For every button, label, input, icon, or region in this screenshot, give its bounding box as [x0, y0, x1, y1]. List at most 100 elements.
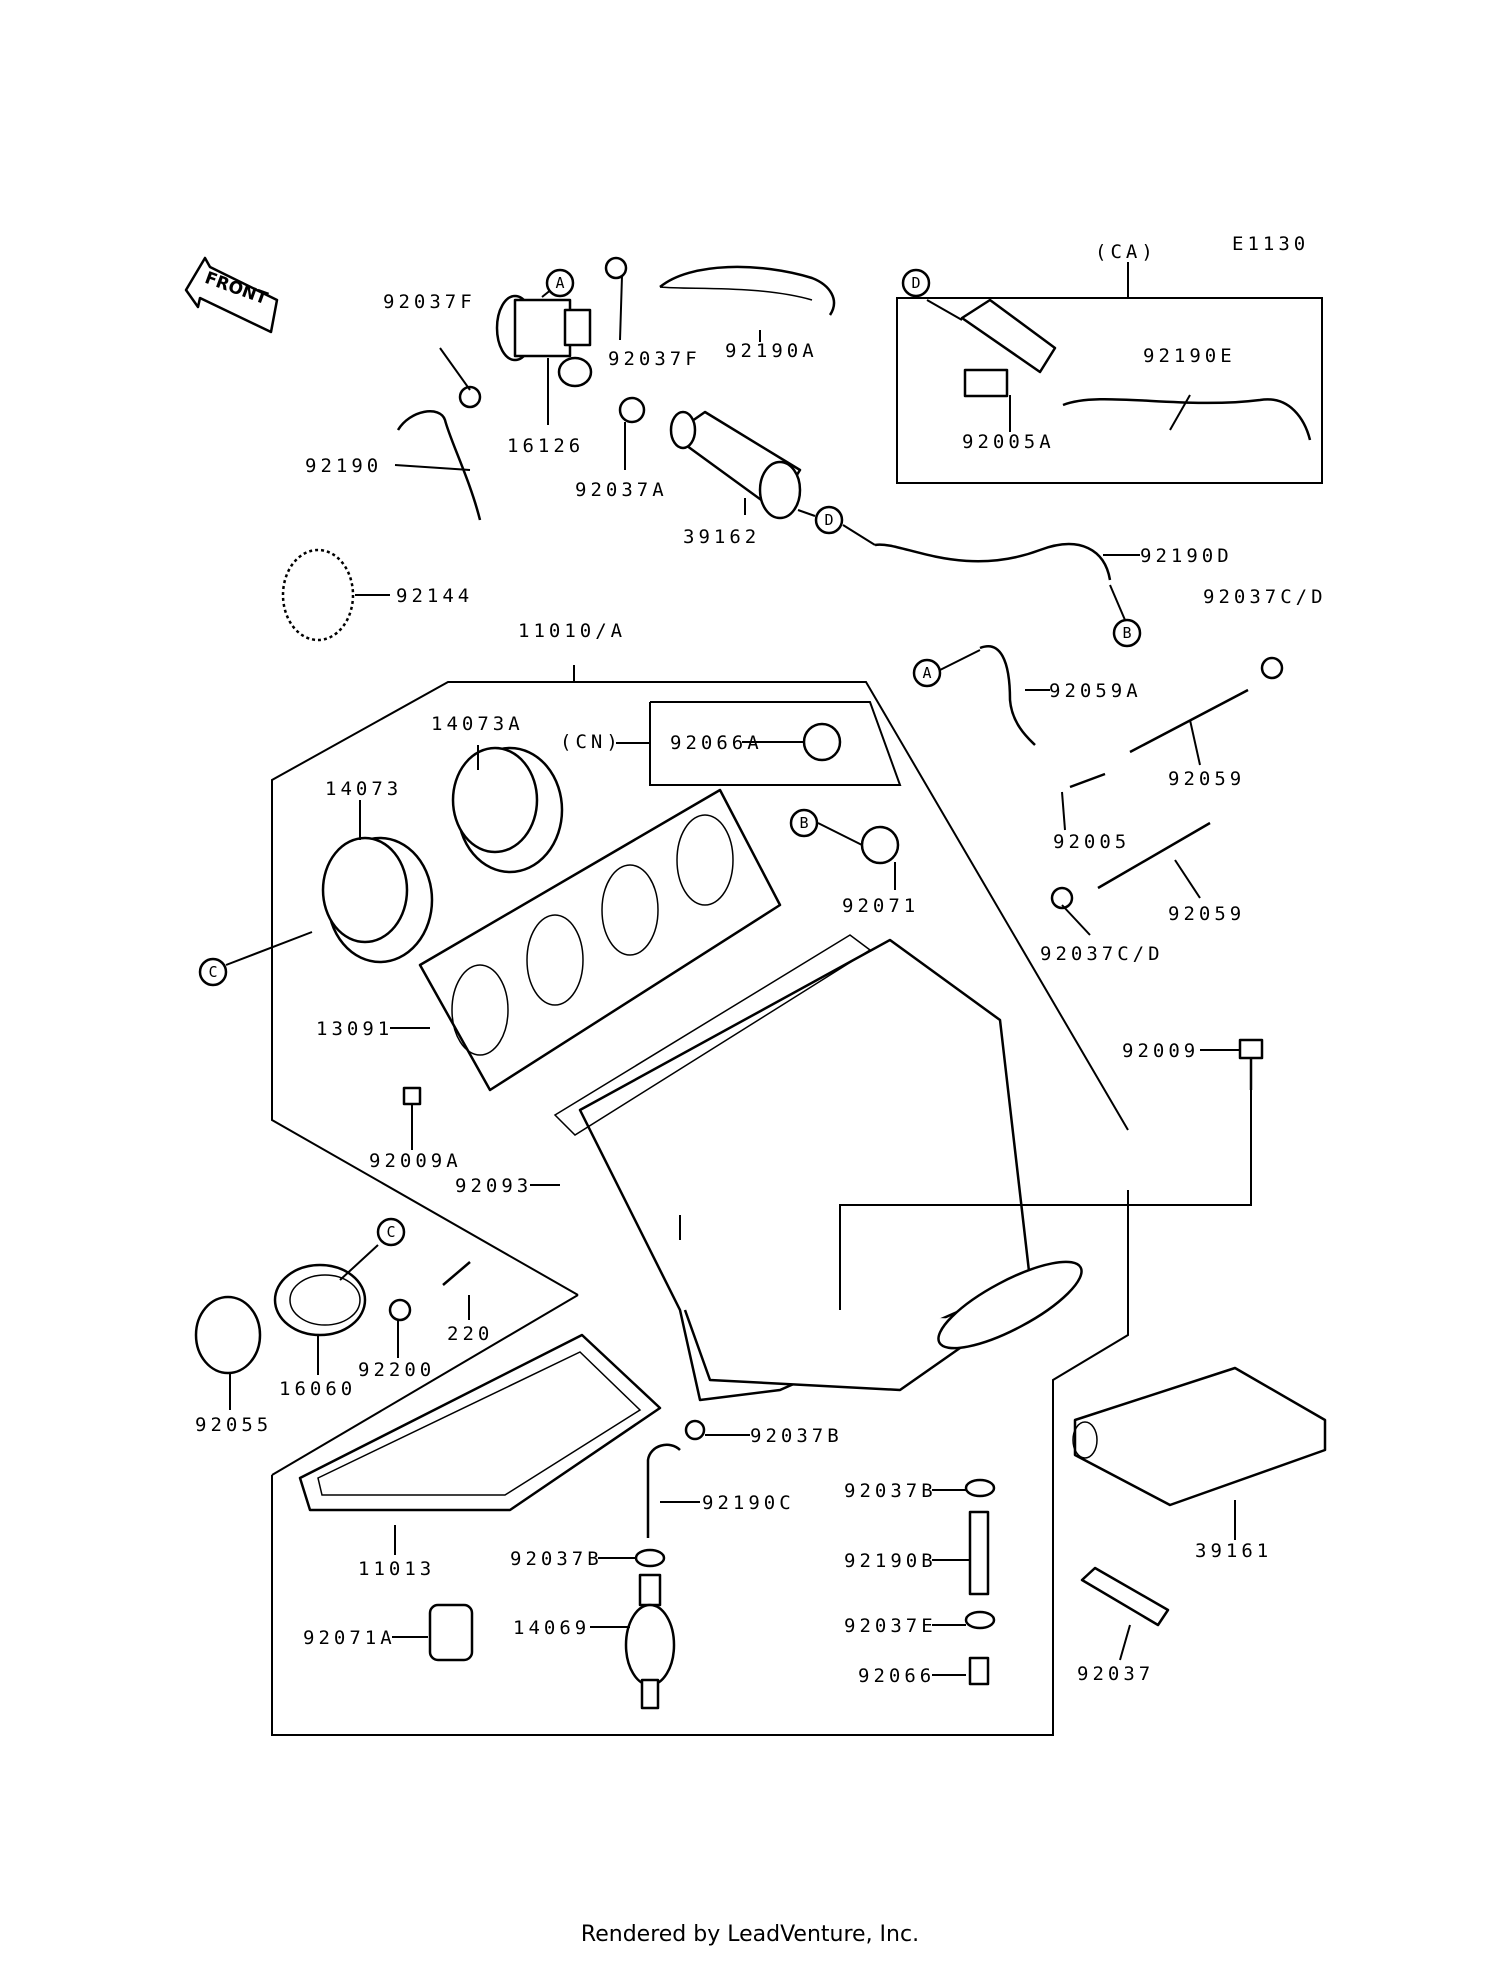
part-92037A-clip [618, 396, 646, 424]
part-label: 92190E [1143, 345, 1236, 367]
part-92066A-grommet [802, 722, 842, 762]
part-92037-strap [1080, 1566, 1170, 1627]
part-14069-fuel-filter [624, 1573, 676, 1710]
part-13091-holder [418, 788, 782, 1092]
part-39162-canister [669, 410, 802, 520]
part-92009-bolt [1238, 1038, 1264, 1090]
part-labels: 92037F 16126 92037F 92190A 92190 92037A … [195, 291, 1327, 1687]
svg-text:C: C [208, 963, 217, 981]
part-92037F-clip-a [458, 385, 482, 409]
part-92190E-hose [1062, 397, 1312, 441]
part-label: 92071A [303, 1627, 396, 1649]
part-label: 92037C/D [1203, 586, 1327, 608]
part-label: 92190A [725, 340, 818, 362]
part-label: 14073A [431, 713, 524, 735]
part-92037E-clip [964, 1610, 996, 1630]
group-cn-label: (CN) [560, 731, 622, 753]
callout-d-1: D [901, 268, 963, 321]
callout-b-2: B [789, 808, 863, 846]
part-label: 92037F [608, 348, 701, 370]
part-92037B-clip-a [684, 1419, 706, 1441]
part-92190A-hose [659, 265, 836, 316]
part-label: 92037 [1077, 1663, 1154, 1685]
part-label: 92009 [1122, 1040, 1199, 1062]
svg-text:B: B [1122, 624, 1131, 642]
part-label: 14073 [325, 778, 402, 800]
part-92093-seal [553, 934, 872, 1136]
part-16060-duct [273, 1263, 367, 1337]
part-label: 92190C [702, 1492, 795, 1514]
part-air-box-housing [578, 938, 1083, 1402]
diagram-code: E1130 [1232, 233, 1309, 255]
part-label: 92190 [305, 455, 382, 477]
part-92144-spring [281, 548, 355, 642]
part-16126-valve [495, 294, 593, 388]
part-label: 11010/A [518, 620, 626, 642]
group-ca-label: (CA) [1095, 241, 1157, 263]
part-label: 92066 [858, 1665, 935, 1687]
leader-lines [229, 275, 1252, 1676]
part-label: 92071 [842, 895, 919, 917]
part-92190C-hose [646, 1443, 681, 1538]
part-label: 11013 [358, 1558, 435, 1580]
svg-text:B: B [799, 814, 808, 832]
svg-text:C: C [386, 1223, 395, 1241]
part-label: 92005A [962, 431, 1055, 453]
part-92037B-clip-c [964, 1478, 996, 1498]
part-92066-cap [968, 1656, 990, 1686]
part-92009A-screw [402, 1086, 422, 1106]
part-label: 92037E [844, 1615, 937, 1637]
part-39161-resonator [1072, 1366, 1327, 1507]
part-label: 16126 [507, 435, 584, 457]
part-label: 92009A [369, 1150, 462, 1172]
part-label: 92066A [670, 732, 763, 754]
part-label: 92037F [383, 291, 476, 313]
callout-c-1: C [198, 931, 313, 987]
callout-d-2: D [797, 505, 876, 546]
part-label: 39162 [683, 526, 760, 548]
part-92037B-clip-b [634, 1548, 666, 1568]
part-label: 92037B [844, 1480, 937, 1502]
part-92071-grommet [860, 825, 900, 865]
part-label: 92059 [1168, 903, 1245, 925]
callout-a-1: A [541, 268, 575, 298]
part-label: 92200 [358, 1359, 435, 1381]
callout-b-1: B [1109, 584, 1142, 648]
part-label: 92059A [1049, 680, 1142, 702]
part-label: 92037C/D [1040, 943, 1164, 965]
part-label: 92059 [1168, 768, 1245, 790]
part-92005A-fitting [960, 298, 1057, 398]
part-label: 220 [447, 1323, 493, 1345]
svg-text:D: D [911, 274, 920, 292]
part-92037CD-clip-a [1260, 656, 1284, 680]
part-220-bolt [442, 1261, 471, 1286]
part-92037CD-clip-b [1050, 886, 1074, 910]
part-label: 13091 [316, 1018, 393, 1040]
footer-credit: Rendered by LeadVenture, Inc. [580, 1922, 920, 1947]
front-arrow-icon: FRONT [184, 256, 279, 334]
part-label: 92144 [396, 585, 473, 607]
part-label: 39161 [1195, 1540, 1272, 1562]
part-92200-washer [388, 1298, 412, 1322]
part-92059A-hose [979, 645, 1036, 746]
svg-text:A: A [555, 274, 564, 292]
part-label: 92055 [195, 1414, 272, 1436]
part-label: 92190D [1140, 545, 1233, 567]
part-92059-tube-a [1129, 688, 1249, 754]
part-14073A-boot [451, 746, 564, 874]
svg-text:A: A [922, 664, 931, 682]
callout-a-2: A [912, 649, 981, 688]
part-label: 92190B [844, 1550, 937, 1572]
part-label: 14069 [513, 1617, 590, 1639]
main-assembly-outline [271, 665, 1129, 1736]
part-label: 92093 [455, 1175, 532, 1197]
part-92037F-clip-b [604, 256, 628, 280]
part-92055-gasket [194, 1295, 262, 1375]
part-92071A-grommet [428, 1603, 474, 1662]
part-label: 92037B [750, 1425, 843, 1447]
group-ca: (CA) [896, 241, 1323, 484]
part-label: 92037A [575, 479, 668, 501]
part-11013-filter-element [298, 1333, 662, 1512]
part-label: 92005 [1053, 831, 1130, 853]
